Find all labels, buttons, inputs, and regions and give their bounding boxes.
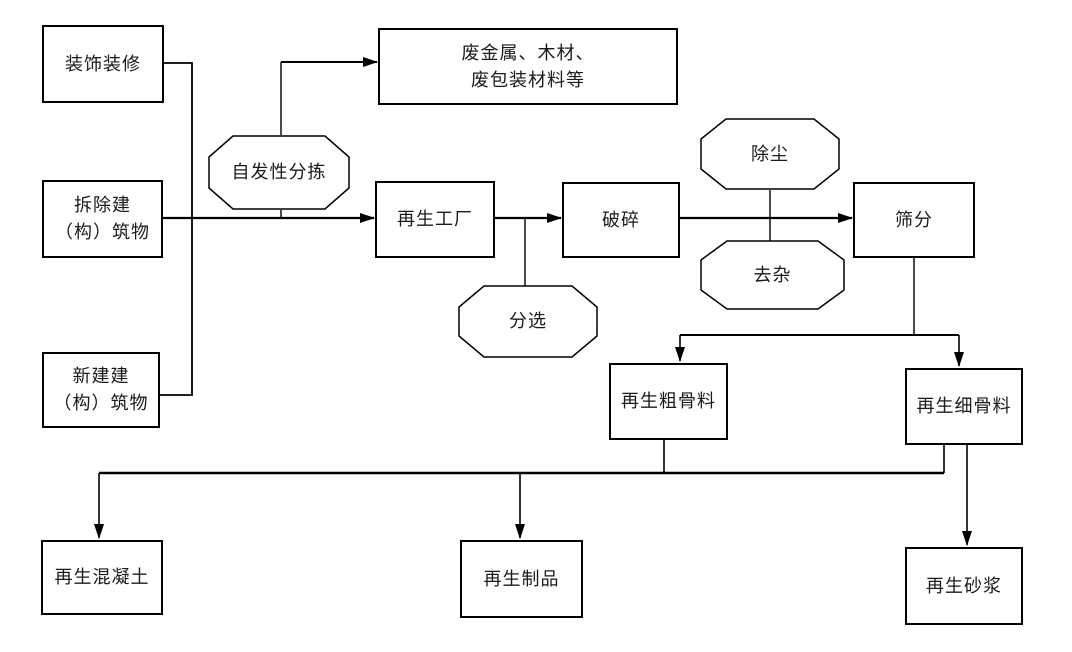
node-recycled-products: 再生制品: [460, 540, 583, 618]
node-crushing: 破碎: [562, 182, 680, 258]
node-recycling-factory: 再生工厂: [375, 181, 495, 258]
node-demolition-label: 拆除建 （构）筑物: [55, 195, 150, 243]
node-dedusting: 除尘: [700, 118, 840, 190]
node-recycled-products-label: 再生制品: [483, 568, 560, 590]
node-impurity-removal: 去杂: [700, 240, 845, 310]
node-fine-aggregate: 再生细骨料: [905, 368, 1023, 445]
node-recycled-concrete: 再生混凝土: [41, 540, 163, 615]
node-dedusting-label: 除尘: [751, 143, 789, 165]
node-impurity-removal-label: 去杂: [753, 264, 792, 286]
node-new-construction-label: 新建建 （构）筑物: [53, 366, 149, 414]
octagon-shape: [700, 240, 845, 310]
node-waste-materials: 废金属、木材、 废包装材料等: [378, 28, 678, 105]
node-crushing-label: 破碎: [602, 209, 640, 231]
node-separation-label: 分选: [509, 311, 547, 332]
node-spontaneous-sorting: 自发性分拣: [208, 135, 350, 210]
octagon-shape: [458, 285, 598, 358]
node-demolition: 拆除建 （构）筑物: [42, 180, 163, 258]
node-coarse-aggregate: 再生粗骨料: [609, 363, 728, 440]
node-decoration: 装饰装修: [42, 25, 164, 103]
node-fine-aggregate-label: 再生细骨料: [916, 396, 1012, 417]
node-decoration-label: 装饰装修: [65, 53, 141, 75]
octagon-shape: [700, 118, 840, 190]
node-coarse-aggregate-label: 再生粗骨料: [621, 391, 716, 412]
octagon-shape: [208, 135, 350, 210]
node-screening: 筛分: [853, 182, 975, 258]
node-recycled-mortar: 再生砂浆: [905, 547, 1023, 625]
node-spontaneous-sorting-label: 自发性分拣: [231, 162, 327, 183]
node-waste-materials-label: 废金属、木材、 废包装材料等: [461, 42, 595, 91]
node-screening-label: 筛分: [895, 209, 933, 231]
node-recycled-mortar-label: 再生砂浆: [926, 575, 1002, 597]
node-separation: 分选: [458, 285, 598, 358]
node-recycled-concrete-label: 再生混凝土: [54, 567, 150, 588]
node-recycling-factory-label: 再生工厂: [397, 209, 473, 230]
node-new-construction: 新建建 （构）筑物: [42, 352, 160, 428]
